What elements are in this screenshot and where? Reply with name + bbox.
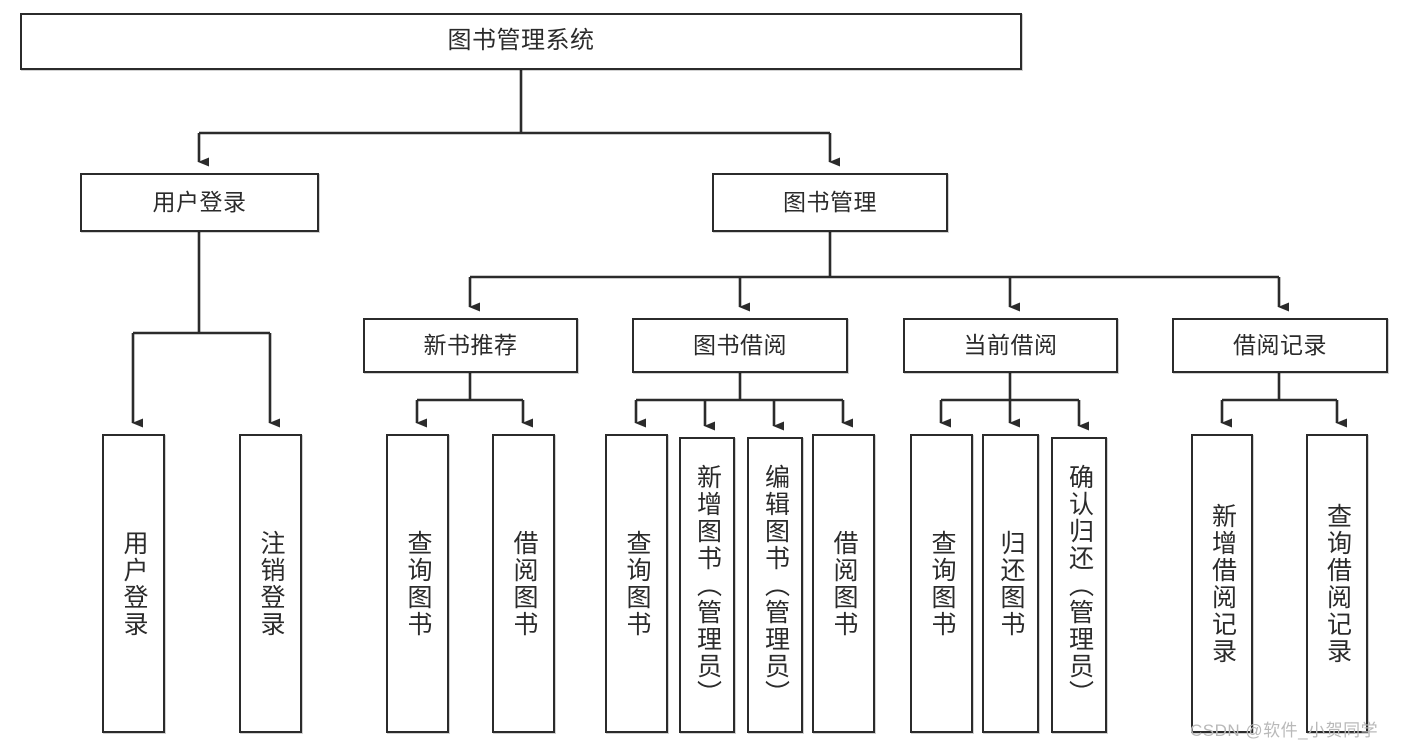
leaf-user-login[interactable]: 用户登录 (102, 434, 165, 733)
node-label: 查询借阅记录 (1323, 502, 1352, 665)
leaf-query-borrow-record[interactable]: 查询借阅记录 (1306, 434, 1368, 733)
leaf-query-book-recommend[interactable]: 查询图书 (386, 434, 449, 733)
node-root-system[interactable]: 图书管理系统 (20, 13, 1022, 70)
leaf-add-book[interactable]: 新增图书（管理员） (679, 437, 735, 733)
node-new-book-recommend[interactable]: 新书推荐 (363, 318, 578, 373)
node-label: 编辑图书（管理员） (761, 463, 790, 707)
node-label: 借阅图书 (510, 529, 538, 638)
leaf-confirm-return[interactable]: 确认归还（管理员） (1051, 437, 1107, 733)
leaf-borrow-book-recommend[interactable]: 借阅图书 (492, 434, 555, 733)
node-label: 归还图书 (997, 529, 1025, 638)
node-label: 注销登录 (257, 529, 285, 638)
node-label: 用户登录 (152, 188, 247, 215)
leaf-logout-login[interactable]: 注销登录 (239, 434, 302, 733)
node-book-manage[interactable]: 图书管理 (712, 173, 948, 232)
leaf-add-borrow-record[interactable]: 新增借阅记录 (1191, 434, 1253, 733)
leaf-return-book[interactable]: 归还图书 (982, 434, 1039, 733)
node-label: 图书借阅 (693, 331, 787, 358)
node-label: 新书推荐 (423, 331, 518, 358)
node-book-borrow[interactable]: 图书借阅 (632, 318, 848, 373)
leaf-query-book-borrow[interactable]: 查询图书 (605, 434, 668, 733)
node-label: 用户登录 (120, 529, 148, 638)
node-label: 查询图书 (928, 529, 956, 638)
leaf-edit-book[interactable]: 编辑图书（管理员） (747, 437, 803, 733)
node-label: 查询图书 (623, 529, 651, 638)
node-label: 借阅图书 (830, 529, 858, 638)
node-label: 借阅记录 (1233, 331, 1327, 358)
node-label: 图书管理 (783, 188, 877, 215)
csdn-watermark: CSDN @软件_小贺同学 (1190, 721, 1379, 740)
node-borrow-record[interactable]: 借阅记录 (1172, 318, 1388, 373)
node-label: 图书管理系统 (447, 27, 595, 55)
node-label: 新增借阅记录 (1208, 502, 1237, 665)
leaf-borrow-book-borrow[interactable]: 借阅图书 (812, 434, 875, 733)
node-label: 查询图书 (404, 529, 432, 638)
node-label: 当前借阅 (963, 331, 1058, 358)
node-current-borrow[interactable]: 当前借阅 (903, 318, 1118, 373)
leaf-query-book-current[interactable]: 查询图书 (910, 434, 973, 733)
node-user-login[interactable]: 用户登录 (80, 173, 319, 232)
node-label: 新增图书（管理员） (693, 463, 722, 707)
node-label: 确认归还（管理员） (1065, 463, 1094, 707)
